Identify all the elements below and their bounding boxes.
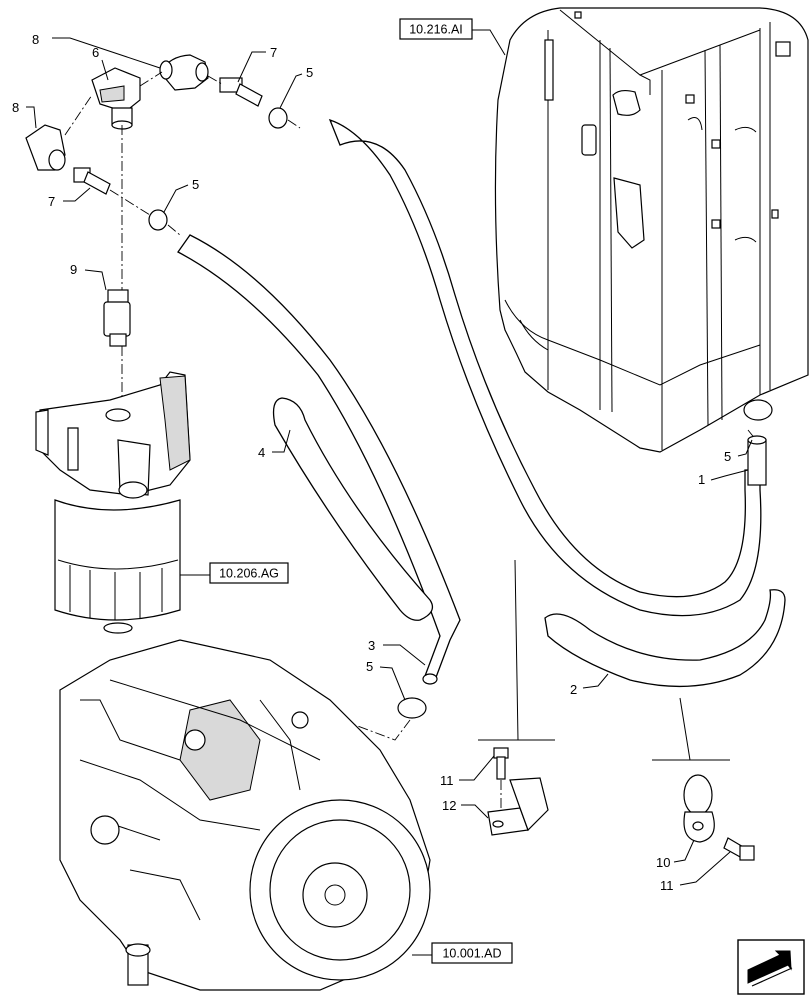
callout-4: 4 (258, 445, 265, 460)
fitting-elbow-top (159, 54, 209, 91)
hose-2 (544, 589, 786, 688)
leader-line (109, 189, 151, 216)
callout-8-top: 8 (32, 32, 39, 47)
next-page-button[interactable] (737, 939, 805, 995)
leader-line (139, 71, 163, 87)
callout-10: 10 (656, 855, 670, 870)
hose-4 (272, 397, 434, 621)
callout-1: 1 (698, 472, 705, 487)
cab-illustration (494, 7, 809, 453)
bracket-12 (487, 777, 549, 836)
section-marker (478, 559, 555, 741)
clamp-cab (743, 399, 773, 421)
svg-text:10.001.AD: 10.001.AD (442, 947, 501, 961)
callout-3: 3 (368, 638, 375, 653)
leader-line (64, 94, 93, 136)
adapter-top (219, 77, 263, 107)
callout-11-bracket: 11 (440, 773, 454, 788)
hose-clamp-10 (683, 774, 715, 843)
svg-text:10.216.AI: 10.216.AI (409, 23, 463, 37)
leader-line (167, 224, 181, 236)
leader-line (747, 429, 757, 441)
callout-7-left: 7 (48, 194, 55, 209)
bolt-12-detail (493, 747, 509, 810)
callout-12: 12 (442, 798, 456, 813)
callout-5-hose3: 5 (366, 659, 373, 674)
fitting-elbow-left (25, 124, 66, 171)
callout-5-cab: 5 (724, 449, 731, 464)
fitting-tee (91, 67, 141, 130)
clamp-top (268, 107, 288, 129)
leader-line (207, 75, 223, 85)
ref-link-filter[interactable]: 10.206.AG (180, 562, 289, 584)
fuel-filter-illustration (35, 371, 191, 634)
clamp-left (148, 209, 168, 231)
callout-6: 6 (92, 45, 99, 60)
callout-5-left: 5 (192, 177, 199, 192)
callout-leaders (26, 37, 753, 886)
bolt-11-detail (723, 837, 755, 861)
ref-link-engine[interactable]: 10.001.AD (412, 942, 513, 964)
callout-5-top: 5 (306, 65, 313, 80)
hose-1-pipe (747, 439, 767, 486)
svg-text:10.206.AG: 10.206.AG (219, 567, 279, 581)
engine-illustration (59, 639, 431, 991)
section-marker (652, 697, 730, 761)
callout-7-top: 7 (270, 45, 277, 60)
check-valve (103, 289, 131, 347)
ref-link-cab[interactable]: 10.216.AI (399, 18, 506, 56)
adapter-left (73, 167, 111, 195)
callout-8-left: 8 (12, 100, 19, 115)
callout-11-clamp: 11 (660, 878, 674, 893)
callout-9: 9 (70, 262, 77, 277)
clamp-hose3 (397, 697, 427, 719)
callout-2: 2 (570, 682, 577, 697)
leader-line (287, 119, 301, 129)
